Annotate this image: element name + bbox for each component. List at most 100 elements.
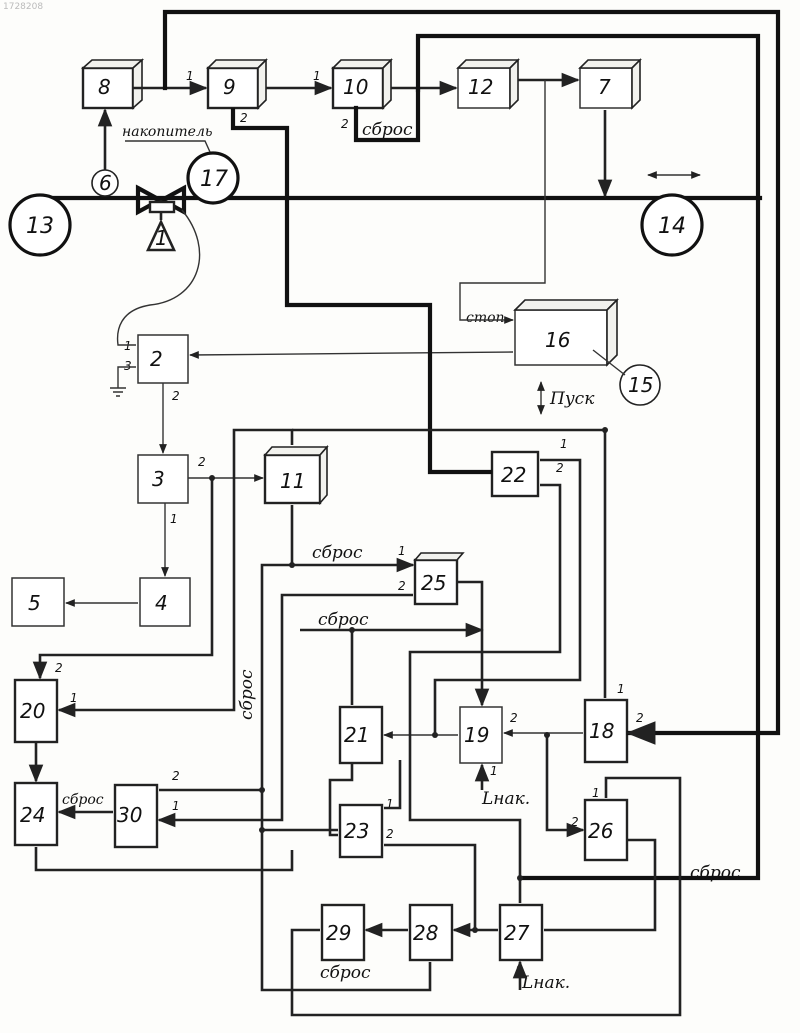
- wire-16-to-2: [190, 352, 513, 355]
- pin-9-1: 1: [186, 69, 194, 83]
- nakopitel-leader: [125, 141, 210, 152]
- junction: [517, 875, 523, 881]
- block-20-label: 20: [20, 699, 45, 723]
- pin-19-2: 2: [510, 711, 518, 725]
- block-9-top: [208, 60, 266, 68]
- block-22-label: 22: [501, 463, 526, 487]
- block-2: [138, 335, 188, 383]
- nakopitel-label: накопитель: [122, 124, 213, 140]
- sbros-label-25: сброс: [312, 543, 363, 563]
- ground-symbol: [110, 367, 136, 396]
- block-17-label: 17: [200, 167, 228, 192]
- block-19-label: 19: [464, 723, 489, 747]
- block-30-label: 30: [117, 803, 142, 827]
- junction: [349, 627, 355, 633]
- block-21-label: 21: [344, 723, 369, 747]
- block-16-side: [607, 300, 617, 365]
- rail-24-loop: [36, 847, 292, 870]
- junction: [602, 427, 608, 433]
- block-26-label: 26: [588, 819, 613, 843]
- lnak-label-27: Lнак.: [521, 973, 570, 993]
- pin-20-1: 1: [70, 691, 78, 705]
- pin-26-1: 1: [592, 786, 600, 800]
- pin-25-1: 1: [398, 544, 406, 558]
- sbros-label-vertical: сброс: [237, 669, 257, 720]
- block-24-label: 24: [20, 803, 45, 827]
- block-9-side: [258, 60, 266, 108]
- junction: [472, 927, 478, 933]
- reel-13-label: 13: [26, 214, 54, 239]
- pusk-label: Пуск: [549, 389, 595, 409]
- block-18-label: 18: [589, 719, 614, 743]
- block-27-label: 27: [504, 921, 530, 945]
- pin-22-1: 1: [560, 437, 568, 451]
- rail-9-to-18: [165, 12, 778, 733]
- rail-25-to-19: [457, 582, 482, 705]
- pin-20-2: 2: [55, 661, 63, 675]
- lnak-label-19: Lнак.: [481, 789, 530, 809]
- pin-30-2: 2: [172, 769, 180, 783]
- junction: [432, 732, 438, 738]
- junction: [259, 787, 265, 793]
- block-5-label: 5: [28, 591, 41, 615]
- sbros-label-24: сброс: [62, 792, 104, 808]
- pin-10-1: 1: [313, 69, 321, 83]
- pin-26-2: 2: [571, 815, 579, 829]
- block-15-label: 15: [628, 373, 653, 397]
- block-7-side: [632, 60, 640, 108]
- junction: [544, 732, 550, 738]
- pin-19-1: 1: [490, 764, 498, 778]
- block-11-top: [265, 447, 327, 455]
- pin-2-3: 3: [124, 359, 132, 373]
- pin-10-2: 2: [341, 117, 349, 131]
- pin-18-1: 1: [617, 682, 625, 696]
- block-7-top: [580, 60, 640, 68]
- pin-2-2: 2: [172, 389, 180, 403]
- pump-1-label: 1: [155, 226, 168, 250]
- block-11-side: [320, 447, 327, 503]
- pin-2-1: 1: [124, 339, 132, 353]
- block-12-top: [458, 60, 518, 68]
- block-10-label: 10: [343, 75, 368, 99]
- block-25-label: 25: [421, 571, 446, 595]
- block-7-label: 7: [598, 75, 611, 99]
- pin-25-2: 2: [398, 579, 406, 593]
- block-8-side: [133, 60, 142, 108]
- valve-cap: [150, 202, 174, 212]
- sbros-label-10: сброс: [362, 120, 413, 140]
- block-8-label: 8: [98, 75, 111, 99]
- junction: [209, 475, 215, 481]
- block-23-label: 23: [344, 819, 369, 843]
- pin-23-2: 2: [386, 827, 394, 841]
- rail-22-2: [410, 485, 560, 903]
- pin-18-2: 2: [636, 711, 644, 725]
- pin-9-2: 2: [240, 111, 248, 125]
- sbros-label-29: сброс: [320, 963, 371, 983]
- block-10-top: [333, 60, 391, 68]
- rail-22-to-9: [233, 110, 490, 472]
- stop-label: стоп: [466, 310, 505, 326]
- block-12-side: [510, 60, 518, 108]
- junction: [259, 827, 265, 833]
- document-number: 1728208: [3, 2, 43, 12]
- block-25-top: [415, 553, 463, 560]
- block-3-label: 3: [152, 467, 165, 491]
- block-28-label: 28: [413, 921, 438, 945]
- block-10-side: [383, 60, 391, 108]
- reel-14-label: 14: [658, 214, 686, 239]
- pin-30-1: 1: [172, 799, 180, 813]
- block-2-label: 2: [150, 347, 163, 371]
- pin-3-1: 1: [170, 512, 178, 526]
- sbros-label-21: сброс: [318, 610, 369, 630]
- block-16-label: 16: [545, 328, 570, 352]
- block-6-label: 6: [99, 171, 112, 195]
- block-11-label: 11: [280, 469, 305, 493]
- block-9-label: 9: [223, 75, 236, 99]
- block-29-label: 29: [326, 921, 351, 945]
- rail-sbros-21: [300, 630, 482, 705]
- pin-22-2: 2: [556, 461, 564, 475]
- block-4-label: 4: [155, 591, 168, 615]
- junction: [289, 562, 295, 568]
